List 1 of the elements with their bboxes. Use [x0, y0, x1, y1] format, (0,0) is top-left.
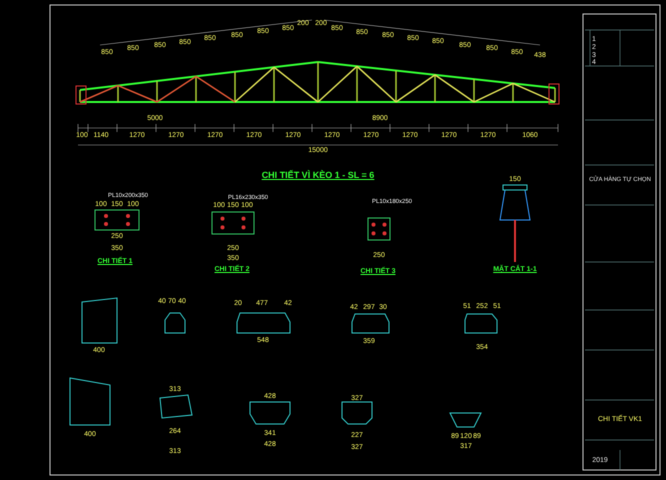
drawing-title: CHI TIẾT VÌ KÈO 1 - SL = 6	[262, 170, 374, 180]
